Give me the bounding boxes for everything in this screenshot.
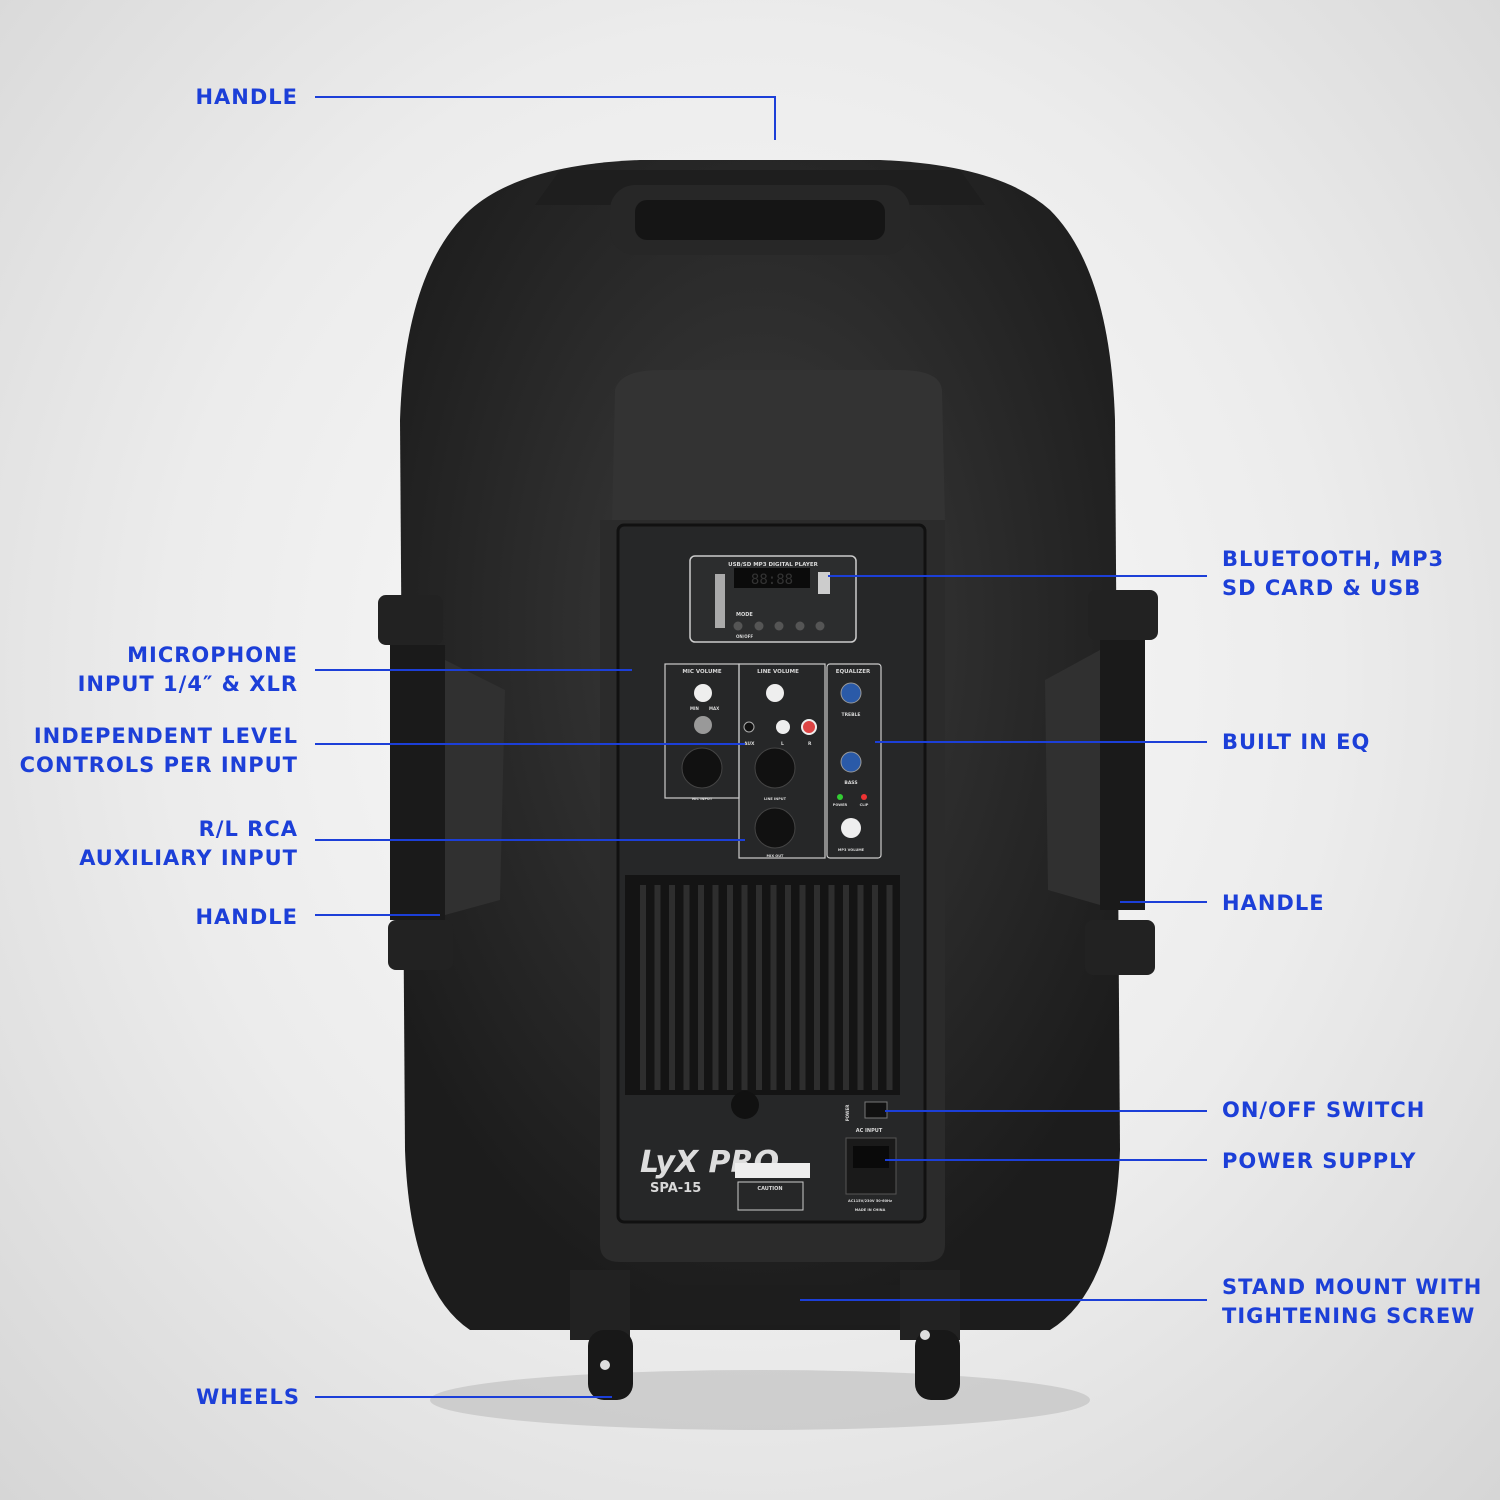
callout-power-supply: POWER SUPPLY [1222, 1149, 1417, 1173]
top-handle [535, 170, 985, 255]
power-led [837, 794, 843, 800]
callout-wheels: WHEELS [196, 1385, 300, 1409]
heatsink-fin [712, 885, 719, 1090]
treble-label: TREBLE [842, 712, 861, 718]
heatsink-fin [741, 885, 748, 1090]
display: 88:88 [751, 572, 793, 588]
clip-led [861, 794, 867, 800]
mix-out-xlr [754, 807, 796, 849]
heatsink-fin [756, 885, 762, 1090]
left-side-handle [378, 595, 505, 970]
made-in-label: MADE IN CHINA [855, 1208, 886, 1212]
heatsink-fin [698, 885, 704, 1090]
aux-label: AUX [744, 741, 755, 747]
callout-onoff: ON/OFF SWITCH [1222, 1098, 1426, 1122]
callout-handle-right: HANDLE [1222, 891, 1325, 915]
heatsink-fin [785, 885, 791, 1090]
bass-knob[interactable] [840, 751, 862, 773]
onoff-label: ON/OFF [736, 634, 753, 639]
heatsink [625, 875, 900, 1095]
repeat-button[interactable] [774, 621, 784, 631]
caution-label: CAUTION [757, 1186, 782, 1192]
heatsink-fin [654, 885, 661, 1090]
heatsink-fin [640, 885, 646, 1090]
ac-input-label: AC INPUT [856, 1128, 883, 1134]
player-title: USB/SD MP3 DIGITAL PLAYER [728, 562, 818, 568]
callout-handle-left: HANDLE [195, 905, 298, 929]
power-switch[interactable] [864, 1101, 888, 1119]
mp3-player-module: USB/SD MP3 DIGITAL PLAYER 88:88 MODE ON/… [689, 555, 857, 643]
mix-out-label: MIX OUT [767, 854, 785, 858]
line-input-label: LINE INPUT [764, 797, 787, 801]
heatsink-fin [843, 885, 849, 1090]
power-led-label: POWER [833, 803, 848, 807]
next-button[interactable] [815, 621, 825, 631]
mic-input-label: MIC INPUT [692, 797, 713, 801]
mic-volume-label: MIC VOLUME [682, 669, 722, 675]
heatsink-fin [669, 885, 675, 1090]
wheels [570, 1270, 960, 1400]
heatsink-fin [683, 885, 690, 1090]
line-xlr-input [754, 747, 796, 789]
heatsink-fin [872, 885, 878, 1090]
heatsink-fin [857, 885, 864, 1090]
heatsink-fin [770, 885, 777, 1090]
prev-button[interactable] [795, 621, 805, 631]
stand-screw [731, 1091, 759, 1119]
model-label: SPA-15 [650, 1181, 701, 1196]
l-label: L [781, 741, 784, 747]
heatsink-fin [828, 885, 835, 1090]
mode-label: MODE [736, 612, 753, 618]
heatsink-fin [727, 885, 733, 1090]
bass-label: BASS [844, 780, 857, 786]
clip-led-label: CLIP [860, 803, 869, 807]
mp3-volume-label: MP3 VOLUME [838, 848, 865, 852]
max-label: MAX [709, 706, 719, 711]
equalizer-label: EQUALIZER [836, 669, 871, 675]
power-switch-label: POWER [845, 1105, 850, 1122]
treble-knob[interactable] [840, 682, 862, 704]
heatsink-fin [814, 885, 820, 1090]
mode-button[interactable] [733, 621, 743, 631]
voltage-label: AC115V/230V 50-60Hz [848, 1199, 892, 1203]
mp3-volume-knob[interactable] [841, 818, 861, 838]
play-button[interactable] [754, 621, 764, 631]
mic-volume-knob[interactable] [694, 684, 712, 702]
r-label: R [808, 741, 812, 747]
heatsink-fin [799, 885, 806, 1090]
right-side-handle [1045, 590, 1158, 975]
callout-lines [315, 96, 1207, 1398]
aux-jack [743, 721, 755, 733]
min-label: MIN [690, 706, 699, 711]
line-volume-label: LINE VOLUME [757, 669, 799, 675]
rca-left-jack [776, 720, 790, 734]
rca-right-jack [801, 719, 817, 735]
heatsink-fin [886, 885, 893, 1090]
callout-handle-top: HANDLE [195, 85, 298, 109]
callout-eq: BUILT IN EQ [1222, 730, 1371, 754]
line-volume-knob[interactable] [766, 684, 784, 702]
quarter-inch-jack [694, 716, 712, 734]
mic-xlr-input [681, 747, 723, 789]
